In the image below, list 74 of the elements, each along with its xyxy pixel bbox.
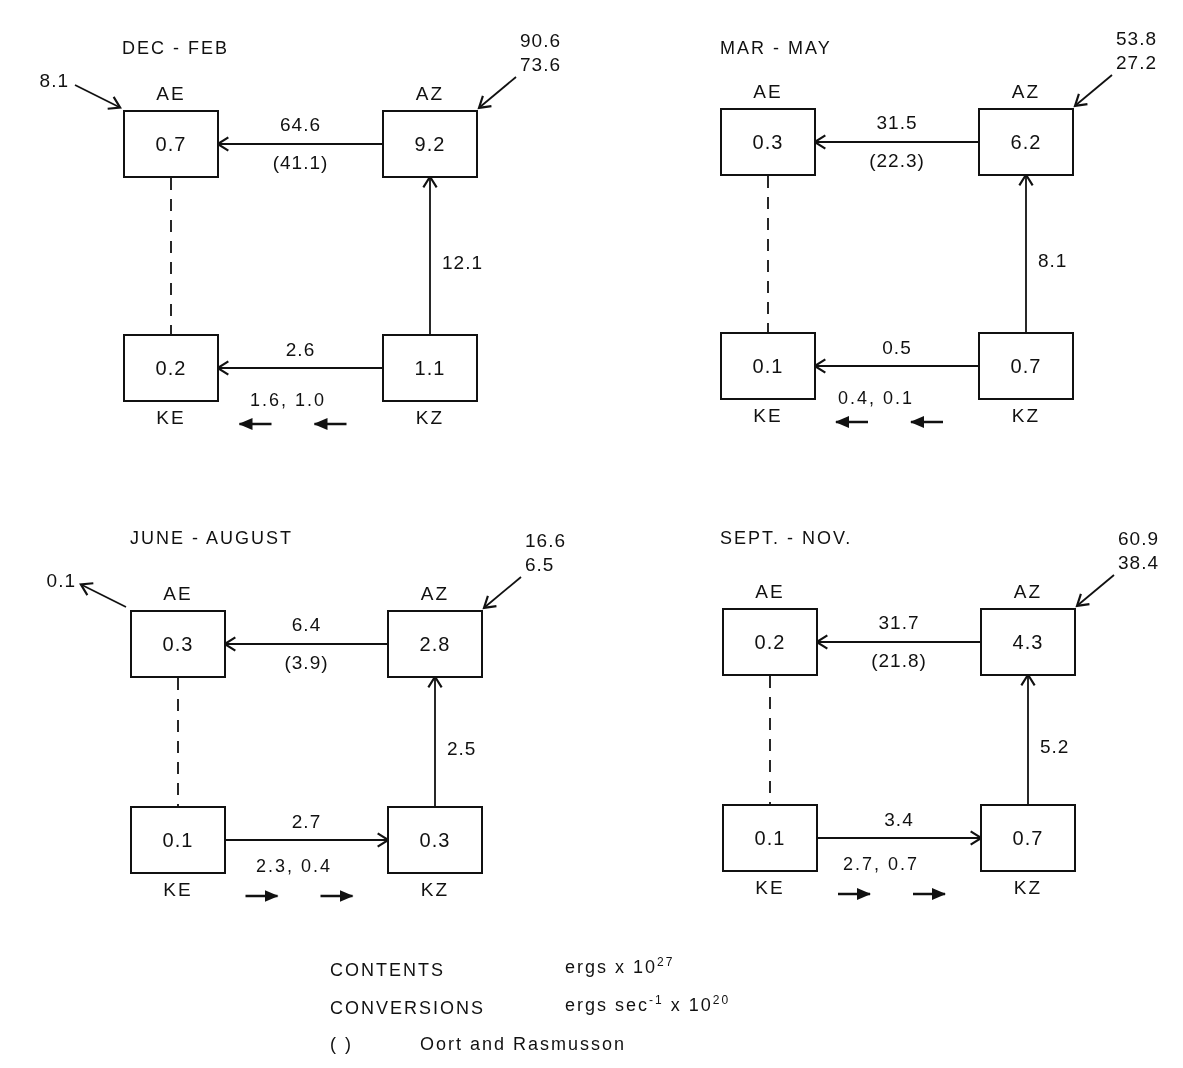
box-value: 0.7 — [155, 132, 187, 156]
box-value: 0.1 — [754, 826, 786, 850]
box-value: 0.3 — [162, 632, 194, 656]
edge-label: 31.5 (22.3) — [869, 111, 925, 173]
edge-label: 2.5 — [447, 738, 477, 760]
box-heading: KZ — [419, 878, 451, 902]
box-heading: KE — [754, 876, 786, 900]
dashed-line — [769, 675, 771, 805]
edge-label: 8.1 — [1038, 250, 1068, 272]
legend-text: CONVERSIONS — [330, 998, 486, 1019]
dashed-line — [170, 177, 172, 335]
box-value: 2.8 — [419, 632, 451, 656]
panel-title: JUNE - AUGUST — [130, 528, 293, 549]
dashed-line — [767, 175, 769, 333]
box-heading: AZ — [1010, 80, 1042, 104]
edge-label: 0.5 — [881, 336, 913, 360]
box-value: 0.1 — [752, 354, 784, 378]
legend-text: CONTENTS — [330, 960, 445, 981]
box-value: 0.3 — [752, 130, 784, 154]
box-heading: AZ — [419, 582, 451, 606]
edge-label: 60.9 38.4 — [1118, 527, 1160, 575]
edge-label: 31.7 (21.8) — [871, 611, 927, 673]
box-heading: AE — [162, 582, 194, 606]
legend-text: ergs x 10$^{27}$ — [565, 955, 675, 978]
edge-label: 12.1 — [442, 252, 483, 274]
box-value: 0.2 — [754, 630, 786, 654]
edge-label: 8.1 — [38, 69, 69, 93]
box-value: 0.7 — [1010, 354, 1042, 378]
edge-label: 2.7 — [290, 810, 323, 834]
arrow — [1075, 574, 1115, 607]
edge-label: 90.6 73.6 — [520, 29, 562, 77]
box-value: 0.7 — [1012, 826, 1044, 850]
edge-label: 53.8 27.2 — [1116, 27, 1158, 75]
box-value: 0.2 — [155, 356, 187, 380]
edge-label: 64.6 (41.1) — [272, 113, 329, 175]
edge-label: 6.4 (3.9) — [284, 613, 329, 675]
box-heading: KZ — [1012, 876, 1044, 900]
panel-title: SEPT. - NOV. — [720, 528, 853, 549]
box-heading: KE — [752, 404, 784, 428]
edge-label: 16.6 6.5 — [525, 529, 567, 577]
box-heading: KE — [155, 406, 187, 430]
arrow — [74, 84, 122, 110]
box-value: 6.2 — [1010, 130, 1042, 154]
value-label: 1.6, 1.0 — [250, 390, 327, 411]
value-label: 2.7, 0.7 — [843, 854, 920, 875]
arrow — [482, 576, 522, 609]
box-value: 0.3 — [419, 828, 451, 852]
box-value: 1.1 — [414, 356, 446, 380]
edge-label: 3.4 — [883, 808, 915, 832]
dashed-line — [177, 677, 179, 807]
panel-title: MAR - MAY — [720, 38, 832, 59]
arrow — [79, 582, 127, 608]
arrow — [1073, 74, 1113, 107]
value-label: 2.3, 0.4 — [256, 856, 333, 877]
box-value: 4.3 — [1012, 630, 1044, 654]
box-value: 9.2 — [414, 132, 446, 156]
value-label: 0.4, 0.1 — [838, 388, 915, 409]
legend-text: ( ) — [330, 1034, 353, 1055]
panel-title: DEC - FEB — [122, 38, 229, 59]
box-heading: KZ — [414, 406, 446, 430]
box-heading: AE — [155, 82, 187, 106]
edge-label: 2.6 — [284, 338, 317, 362]
box-heading: AE — [752, 80, 784, 104]
arrow — [477, 76, 517, 109]
box-heading: AZ — [414, 82, 446, 106]
box-heading: KZ — [1010, 404, 1042, 428]
legend-text: ergs sec$^{-1}$ x 10$^{20}$ — [565, 993, 731, 1016]
box-value: 0.1 — [162, 828, 194, 852]
edge-label: 5.2 — [1040, 736, 1070, 758]
edge-label: 0.1 — [45, 569, 76, 593]
box-heading: KE — [162, 878, 194, 902]
box-heading: AE — [754, 580, 786, 604]
legend-text: Oort and Rasmusson — [420, 1034, 627, 1055]
box-heading: AZ — [1012, 580, 1044, 604]
